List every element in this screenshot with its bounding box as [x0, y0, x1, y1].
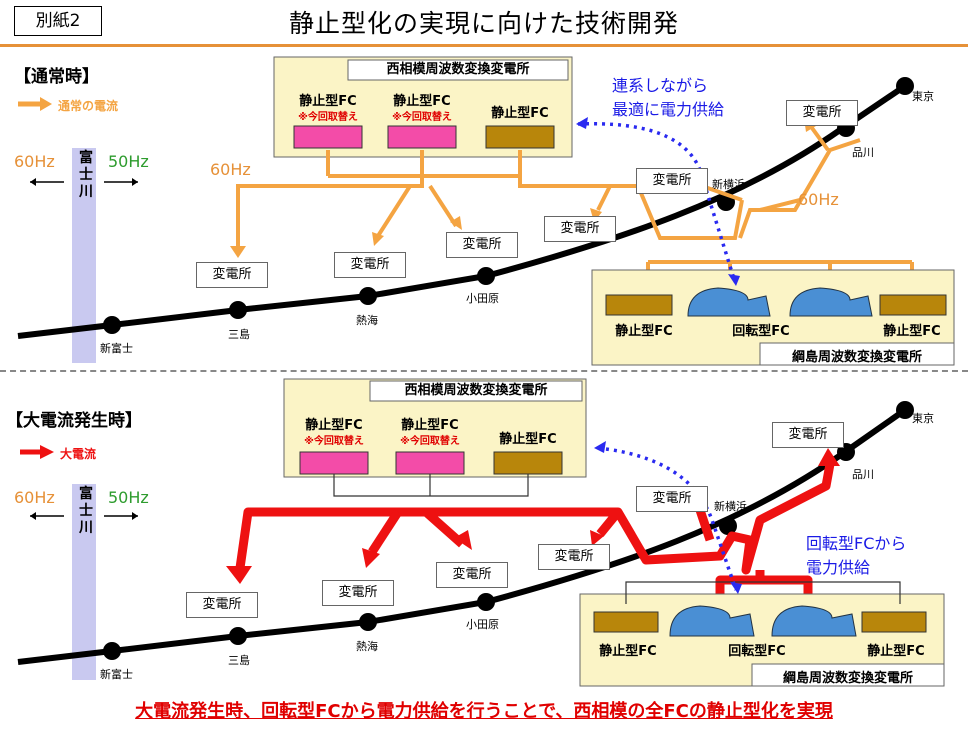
west-fc-1-note: ※今回取替え: [298, 112, 358, 123]
east-substation-title-bottom: 綱島周波数変換変電所: [782, 671, 913, 686]
section-label-large: 【大電流発生時】: [6, 411, 142, 431]
section-label-normal: 【通常時】: [14, 67, 99, 87]
substation-box: 変電所: [334, 252, 406, 278]
station-mishima: 三島: [228, 328, 250, 341]
substation-box: 変電所: [786, 100, 858, 126]
station-shin-yokohama-bottom: 新横浜: [714, 500, 747, 513]
section-divider: [0, 370, 968, 372]
west-substation-title: 西相模周波数変換変電所: [386, 62, 530, 77]
station-atami-bottom: 熱海: [356, 640, 378, 653]
large-flow-legend: 大電流: [60, 447, 97, 461]
substation-box: 変電所: [772, 422, 844, 448]
title-rule: [0, 44, 968, 47]
hz60-label: 60Hz: [14, 152, 55, 171]
west-fc-3-label: 静止型FC: [491, 106, 549, 121]
east-fc-1-label-bottom: 静止型FC: [599, 644, 657, 659]
west-fc-2-label: 静止型FC: [393, 94, 451, 109]
east-fc-3-label-bottom: 静止型FC: [867, 644, 925, 659]
hz50-label: 50Hz: [108, 152, 149, 171]
east-fc-1-label: 静止型FC: [615, 324, 673, 339]
substation-box: 変電所: [636, 486, 708, 512]
east-substation-title: 綱島周波数変換変電所: [791, 350, 922, 365]
station-mishima-bottom: 三島: [228, 654, 250, 667]
normal-flow-legend-arrow: [18, 97, 52, 111]
station-odawara-bottom: 小田原: [466, 618, 499, 631]
west-substation-title-bottom: 西相模周波数変換変電所: [404, 383, 548, 398]
station-atami: 熱海: [356, 314, 378, 327]
callout-line-1: 連系しながら: [612, 76, 709, 95]
station-shin-yokohama: 新横浜: [712, 178, 745, 191]
station-shin-fuji-bottom: 新富士: [100, 668, 133, 681]
station-odawara: 小田原: [466, 292, 499, 305]
conclusion-text: 大電流発生時、回転型FCから電力供給を行うことで、西相模の全FCの静止型化を実現: [135, 701, 833, 722]
substation-box: 変電所: [544, 216, 616, 242]
normal-flow-legend: 通常の電流: [58, 99, 119, 113]
large-flow-legend-arrow: [20, 445, 54, 459]
station-shinagawa: 品川: [852, 146, 874, 159]
east-fc-3-label: 静止型FC: [883, 324, 941, 339]
west-fc-1-note-bottom: ※今回取替え: [304, 436, 364, 447]
flow-label-right: 60Hz: [798, 190, 839, 209]
station-shinagawa-bottom: 品川: [852, 468, 874, 481]
callout-line-2: 最適に電力供給: [612, 100, 725, 119]
station-tokyo: 東京: [912, 90, 934, 103]
document-tag: 別紙2: [14, 6, 102, 36]
fuji-river-band-bottom: [72, 484, 96, 680]
east-fc-2-label-bottom: 回転型FC: [728, 644, 786, 659]
substation-box: 変電所: [322, 580, 394, 606]
page-title: 静止型化の実現に向けた技術開発: [288, 9, 679, 38]
west-fc-2-note: ※今回取替え: [392, 112, 452, 123]
fuji-river-label-bottom: 富士川: [79, 486, 93, 536]
fuji-river-label: 富士川: [79, 150, 93, 200]
substation-box: 変電所: [636, 168, 708, 194]
hz60-label-bottom: 60Hz: [14, 488, 55, 507]
hz50-label-bottom: 50Hz: [108, 488, 149, 507]
substation-box: 変電所: [446, 232, 518, 258]
substation-box: 変電所: [538, 544, 610, 570]
flow-label-left: 60Hz: [210, 160, 251, 179]
station-tokyo-bottom: 東京: [912, 412, 934, 425]
west-fc-1-label-bottom: 静止型FC: [305, 418, 363, 433]
west-fc-1-label: 静止型FC: [299, 94, 357, 109]
substation-box: 変電所: [436, 562, 508, 588]
west-fc-2-note-bottom: ※今回取替え: [400, 436, 460, 447]
west-fc-3-label-bottom: 静止型FC: [499, 432, 557, 447]
substation-box: 変電所: [196, 262, 268, 288]
substation-box: 変電所: [186, 592, 258, 618]
station-shin-fuji: 新富士: [100, 342, 133, 355]
callout-line-1-bottom: 回転型FCから: [806, 534, 907, 553]
east-fc-2-label: 回転型FC: [732, 324, 790, 339]
west-fc-2-label-bottom: 静止型FC: [401, 418, 459, 433]
callout-line-2-bottom: 電力供給: [806, 558, 871, 577]
